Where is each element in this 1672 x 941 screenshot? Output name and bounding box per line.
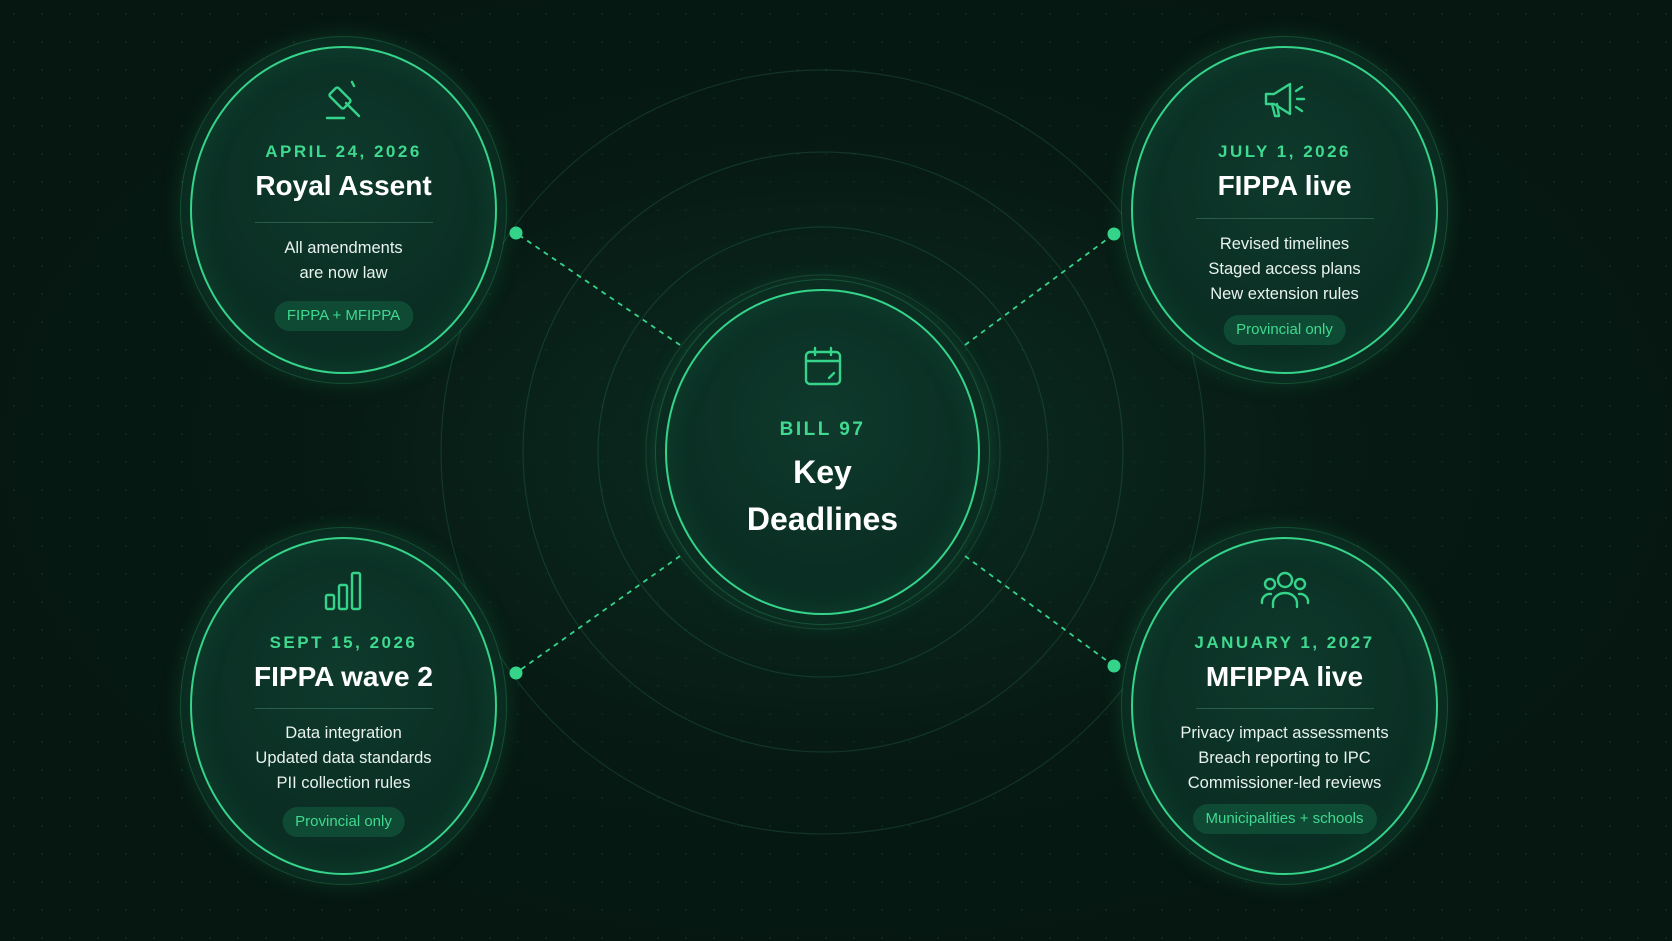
detail-line: New extension rules [1210, 285, 1359, 303]
scope-tag: FIPPA + MFIPPA [273, 301, 414, 331]
detail-line: Data integration [285, 724, 402, 742]
detail-line: Updated data standards [255, 749, 432, 767]
center-title: Key Deadlines [667, 449, 978, 543]
node-details: All amendments are now law [192, 236, 495, 286]
divider [254, 222, 433, 223]
ring [440, 69, 1206, 835]
detail-line: Privacy impact assessments [1180, 724, 1389, 742]
connector-line-top-left [515, 232, 681, 346]
node-title: FIPPA live [1217, 170, 1352, 201]
connector-line-top-right [964, 233, 1115, 346]
ring [597, 226, 1049, 678]
node-details: Revised timelines Staged access plans Ne… [1133, 232, 1436, 307]
megaphone-icon [1264, 82, 1305, 118]
node-date: APRIL 24, 2026 [265, 142, 422, 161]
divider [1195, 708, 1374, 709]
connector-line-bottom-right [964, 555, 1115, 667]
divider [1195, 218, 1374, 219]
calendar-icon [804, 346, 841, 386]
people-icon [1260, 571, 1309, 609]
node-title: FIPPA wave 2 [254, 661, 433, 692]
connector-dot [509, 666, 523, 680]
detail-line: PII collection rules [276, 774, 411, 792]
node-title: Royal Assent [255, 170, 432, 201]
node-details: Privacy impact assessments Breach report… [1133, 721, 1436, 796]
node-fippa-live: JULY 1, 2026 FIPPA live Revised timeline… [1131, 46, 1438, 374]
bar-chart-icon [324, 571, 361, 611]
node-details: Data integration Updated data standards … [192, 721, 495, 796]
node-royal-assent: APRIL 24, 2026 Royal Assent All amendmen… [190, 46, 497, 374]
connector-line-bottom-left [515, 555, 681, 674]
node-date: JANUARY 1, 2027 [1194, 633, 1375, 652]
detail-line: are now law [299, 264, 388, 282]
detail-line: Revised timelines [1219, 235, 1350, 253]
divider [254, 708, 433, 709]
scope-tag: Municipalities + schools [1192, 804, 1377, 834]
node-mfippa-live: JANUARY 1, 2027 MFIPPA live Privacy impa… [1131, 537, 1438, 875]
scope-tag: Provincial only [1223, 315, 1346, 345]
node-fippa-wave-2: SEPT 15, 2026 FIPPA wave 2 Data integrat… [190, 537, 497, 875]
center-title-line-1: Key [793, 454, 852, 490]
center-node: BILL 97 Key Deadlines [665, 289, 980, 615]
ring [522, 151, 1124, 753]
node-title: MFIPPA live [1205, 661, 1364, 692]
connector-dot [1107, 227, 1121, 241]
connector-dot [509, 226, 523, 240]
center-title-line-2: Deadlines [746, 501, 899, 537]
detail-line: Commissioner-led reviews [1187, 774, 1382, 792]
detail-line: Breach reporting to IPC [1198, 749, 1371, 767]
node-date: SEPT 15, 2026 [269, 633, 418, 652]
gavel-icon [325, 80, 360, 120]
ring [645, 274, 1001, 630]
scope-tag: Provincial only [282, 807, 405, 837]
node-date: JULY 1, 2026 [1217, 142, 1352, 161]
detail-line: Staged access plans [1208, 260, 1361, 278]
connector-dot [1107, 659, 1121, 673]
bill-label: BILL 97 [779, 419, 866, 440]
detail-line: All amendments [284, 239, 403, 257]
